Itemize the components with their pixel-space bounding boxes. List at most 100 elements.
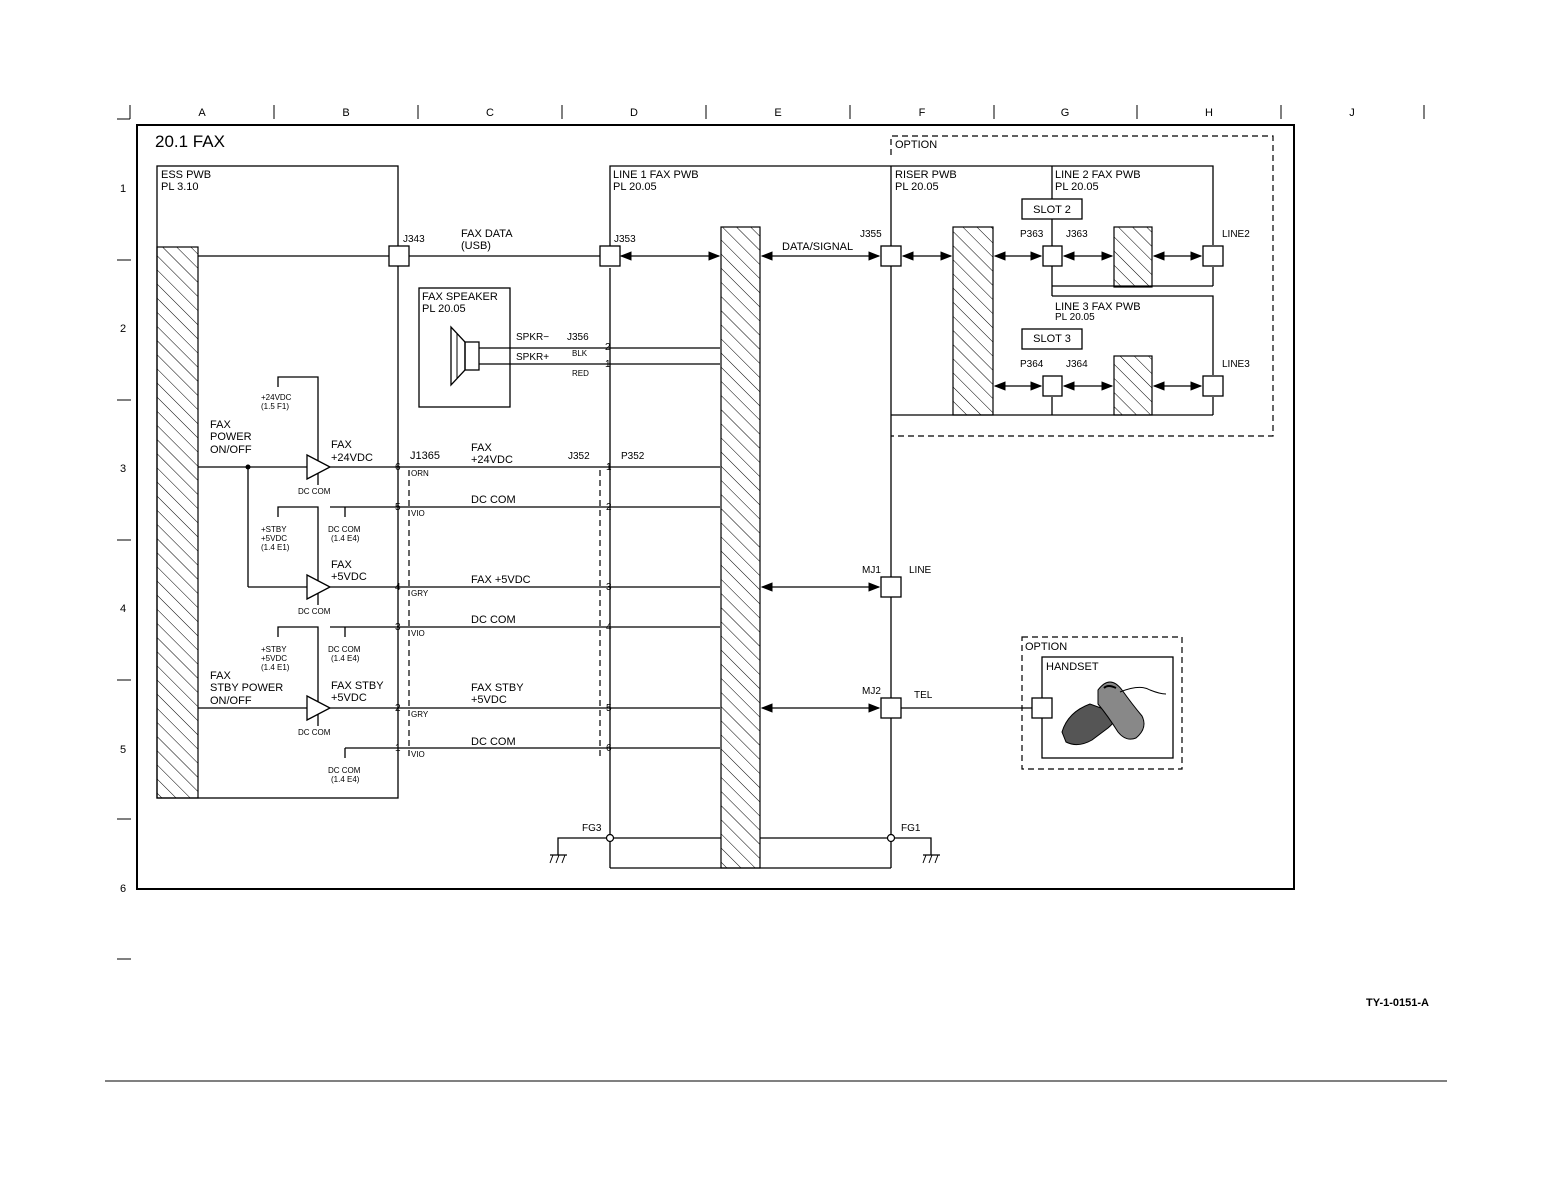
pin-label: 1 [606,462,612,473]
fax-data-bus: FAX DATA (USB) DATA/SIGNAL [198,228,1203,391]
fax-stby-label: FAX STBY [471,682,524,694]
pin-label: 2 [605,342,611,353]
fax-power-label: FAX [210,419,231,431]
slot3-label: SLOT 3 [1033,333,1071,345]
small-label: (1.5 F1) [261,402,289,411]
pin-label: 3 [606,582,612,593]
line1-connector-block [720,226,761,869]
small-label: DC COM [328,525,361,534]
line3-board-pl: PL 20.05 [1055,312,1095,323]
connector-handset [1031,697,1053,719]
line2-board-pl: PL 20.05 [1055,181,1099,193]
data-signal-label: DATA/SIGNAL [782,241,853,253]
grid-row-label: 2 [120,323,126,335]
pin-label: 1 [605,359,611,370]
fax-data-usb-label: (USB) [461,240,491,252]
connector-mj2 [880,697,902,719]
ess-connector-block [156,246,199,799]
speaker-icon [450,325,480,387]
wire-color-label: ORN [411,469,429,478]
connector-label: J1365 [410,450,440,462]
ess-board-name: ESS PWB [161,169,211,181]
wire-color-label: BLK [572,349,588,358]
small-label: (1.4 E1) [261,663,290,672]
connector-label: P364 [1020,359,1044,370]
fax-data-label: FAX DATA [461,228,513,240]
connector-line2 [1202,245,1224,267]
fax-stby-label: STBY POWER [210,682,283,694]
small-label: (1.4 E4) [331,534,360,543]
line3-label: LINE3 [1222,359,1250,370]
connector-p363 [1042,245,1063,267]
tel-label: TEL [914,690,933,701]
fax-speaker: FAX SPEAKER PL 20.05 SPKR− SPKR+ J356 BL… [418,287,720,408]
connector-j353 [599,245,621,267]
grid-col-label: F [919,107,926,119]
ess-pwb: ESS PWB PL 3.10 [156,165,399,799]
small-label: +5VDC [261,654,287,663]
small-label: DC COM [328,766,361,775]
page-title: 20.1 FAX [155,132,225,151]
grid-col-label: C [486,107,494,119]
fax-stby-label: FAX STBY [331,680,384,692]
connector-label: MJ1 [862,565,881,576]
small-label: DC COM [298,487,331,496]
riser-board-pl: PL 20.05 [895,181,939,193]
line2-label: LINE2 [1222,229,1250,240]
ground-label: FG1 [901,823,921,834]
grid-col-label: G [1061,107,1070,119]
power-harness: J1365 J352 P352 [408,450,645,760]
option-region: OPTION RISER PWB PL 20.05 LINE 2 FAX PWB… [890,135,1274,437]
connector-p364 [1042,375,1063,397]
small-label: +5VDC [261,534,287,543]
riser-board-name: RISER PWB [895,169,957,181]
document-id: TY-1-0151-A [1366,997,1429,1009]
grid-columns: A B C D E F G H J [117,105,1425,120]
fax-24-label: FAX [331,439,352,451]
power-lines [198,464,720,758]
fax-stby-label: +5VDC [471,694,507,706]
connector-mj1 [880,576,902,598]
small-label: (1.4 E1) [261,543,290,552]
grid-row-label: 4 [120,603,126,615]
grid-row-label: 5 [120,744,126,756]
connector-label: J343 [403,234,425,245]
fax-24-label: FAX [471,442,492,454]
line2-connector-block [1113,226,1153,288]
fax-power-label: POWER [210,431,252,443]
wire-color-label: GRY [411,589,429,598]
option-label: OPTION [895,139,937,151]
wire-color-label: VIO [411,509,425,518]
line2-board-name: LINE 2 FAX PWB [1055,169,1141,181]
wire-color-label: VIO [411,750,425,759]
pin-label: 6 [395,462,401,473]
handset-option-label: OPTION [1025,641,1067,653]
line1-board-pl: PL 20.05 [613,181,657,193]
speaker-name: FAX SPEAKER [422,291,498,303]
wire-color-label: RED [572,369,589,378]
connector-label: P352 [621,451,645,462]
pin-label: 5 [606,703,612,714]
ess-board-pl: PL 3.10 [161,181,199,193]
riser-connector-block [952,226,994,416]
speaker-pl: PL 20.05 [422,303,466,315]
dc-com-label: DC COM [471,736,516,748]
pin-label: 1 [395,743,401,754]
small-label: +STBY [261,525,287,534]
handset-name: HANDSET [1046,661,1099,673]
ground-label: FG3 [582,823,602,834]
line3-connector-block [1113,355,1153,416]
fax-stby-label: FAX [210,670,231,682]
pin-label: 4 [395,582,401,593]
small-label: +24VDC [261,393,292,402]
dc-com-label: DC COM [471,614,516,626]
spkr-minus-label: SPKR− [516,332,549,343]
line-tel-links [760,582,1032,713]
pin-label: 5 [395,502,401,513]
ground-symbols: FG3 FG1 [549,823,940,864]
wire-color-label: GRY [411,710,429,719]
grid-row-label: 1 [120,183,126,195]
fax-stby-label: +5VDC [331,692,367,704]
slot2-label: SLOT 2 [1033,204,1071,216]
